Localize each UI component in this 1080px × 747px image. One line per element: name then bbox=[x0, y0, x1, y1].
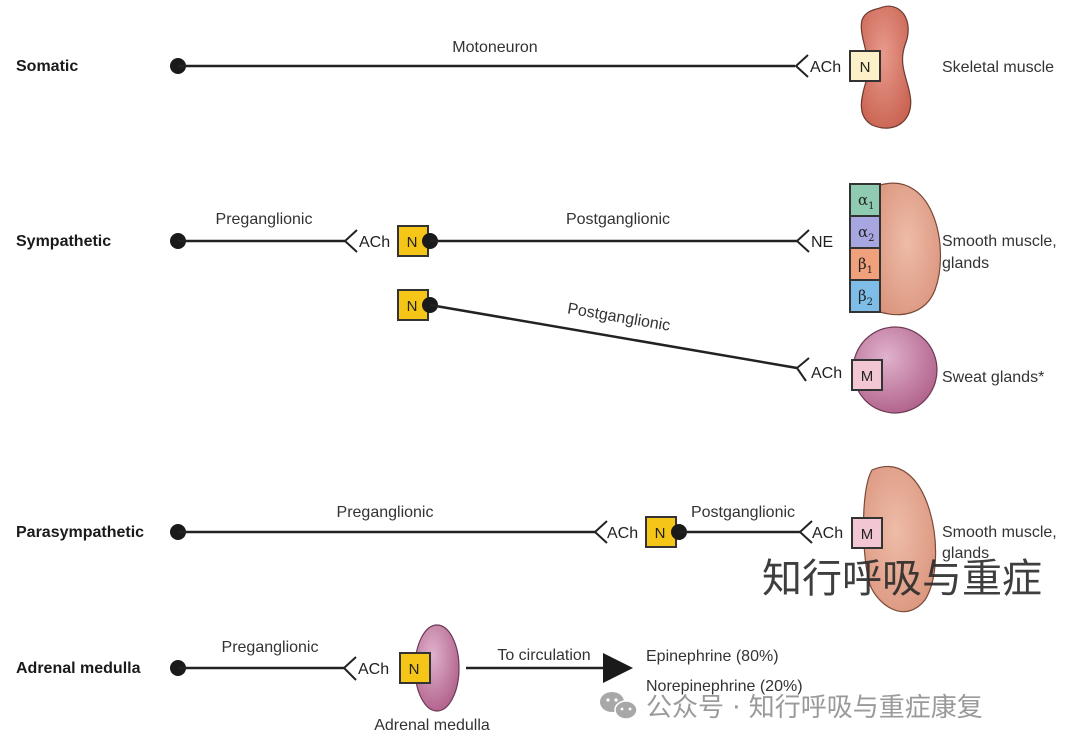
skeletal-muscle-icon bbox=[860, 5, 912, 129]
adrenergic-receptor-box bbox=[849, 215, 881, 249]
muscarinic-receptor-box bbox=[851, 359, 883, 391]
receptor-label: N bbox=[860, 59, 871, 76]
receptor-label: N bbox=[407, 234, 418, 251]
watermark-account: 公众号 · 知行呼吸与重症康复 bbox=[646, 693, 983, 723]
wechat-icon bbox=[600, 692, 638, 720]
watermark: 知行呼吸与重症 公众号 · 知行呼吸与重症康复 bbox=[600, 556, 1042, 723]
synapse-terminal-icon bbox=[795, 229, 810, 253]
receptor-label: M bbox=[861, 368, 874, 385]
sweat-postganglionic-axon bbox=[429, 303, 798, 370]
receptor-label: N bbox=[407, 298, 418, 315]
synapse-terminal-icon bbox=[593, 520, 608, 544]
fiber-label-preganglionic: Preganglionic bbox=[222, 639, 319, 656]
synapse-terminal-icon bbox=[795, 357, 810, 382]
synapse-terminal-icon bbox=[798, 520, 813, 544]
row-label-parasympathetic: Parasympathetic bbox=[16, 524, 144, 541]
row-label-somatic: Somatic bbox=[16, 58, 78, 75]
receptor-label: M bbox=[861, 526, 874, 543]
row-somatic: Somatic Motoneuron ACh N Skeletal muscle bbox=[16, 5, 1054, 129]
nicotinic-receptor-box bbox=[849, 50, 881, 82]
row-adrenal-medulla: Adrenal medulla Preganglionic ACh N Adre… bbox=[16, 624, 803, 734]
fiber-label-preganglionic: Preganglionic bbox=[216, 211, 313, 228]
fiber-label-preganglionic: Preganglionic bbox=[337, 504, 434, 521]
neurotransmitter-label: ACh bbox=[607, 525, 638, 542]
neurotransmitter-label: ACh bbox=[358, 661, 389, 678]
neurotransmitter-label: ACh bbox=[810, 59, 841, 76]
fiber-label-postganglionic-sweat: Postganglionic bbox=[566, 300, 671, 334]
adrenergic-receptor-box bbox=[849, 247, 881, 281]
target-label-line1: Smooth muscle, bbox=[942, 524, 1057, 541]
organ-label-adrenal-medulla: Adrenal medulla bbox=[374, 717, 490, 734]
synapse-terminal-icon bbox=[343, 229, 358, 253]
neurotransmitter-label: ACh bbox=[812, 525, 843, 542]
receptor-label: N bbox=[655, 525, 666, 542]
row-sympathetic: Sympathetic Preganglionic ACh N Postgang… bbox=[16, 182, 1057, 414]
neurotransmitter-label: ACh bbox=[811, 365, 842, 382]
target-label-line1: Smooth muscle, bbox=[942, 233, 1057, 250]
neurotransmitter-label: ACh bbox=[359, 234, 390, 251]
watermark-title: 知行呼吸与重症 bbox=[762, 556, 1042, 602]
row-parasympathetic: Parasympathetic Preganglionic ACh N Post… bbox=[16, 466, 1057, 613]
synapse-terminal-icon bbox=[342, 656, 357, 681]
target-label-sweat-glands: Sweat glands* bbox=[942, 369, 1044, 386]
nicotinic-receptor-box bbox=[399, 652, 431, 684]
receptor-label: N bbox=[409, 661, 420, 678]
target-label-line2: glands bbox=[942, 545, 989, 562]
output-epinephrine: Epinephrine (80%) bbox=[646, 648, 779, 665]
neurotransmitter-label: NE bbox=[811, 234, 833, 251]
adrenergic-receptor-box bbox=[849, 279, 881, 313]
synapse-terminal-icon bbox=[794, 54, 809, 78]
adrenergic-receptor-box bbox=[849, 183, 881, 217]
target-label-skeletal-muscle: Skeletal muscle bbox=[942, 59, 1054, 76]
fiber-label-postganglionic: Postganglionic bbox=[691, 504, 795, 521]
fiber-label-motoneuron: Motoneuron bbox=[452, 39, 537, 56]
target-label-line2: glands bbox=[942, 255, 989, 272]
output-norepinephrine: Norepinephrine (20%) bbox=[646, 678, 803, 695]
row-label-adrenal-medulla: Adrenal medulla bbox=[16, 660, 141, 677]
muscarinic-receptor-box bbox=[851, 517, 883, 549]
smooth-muscle-icon bbox=[879, 182, 942, 316]
row-label-sympathetic: Sympathetic bbox=[16, 233, 111, 250]
fiber-label-postganglionic: Postganglionic bbox=[566, 211, 670, 228]
arrow-label-to-circulation: To circulation bbox=[497, 647, 590, 664]
